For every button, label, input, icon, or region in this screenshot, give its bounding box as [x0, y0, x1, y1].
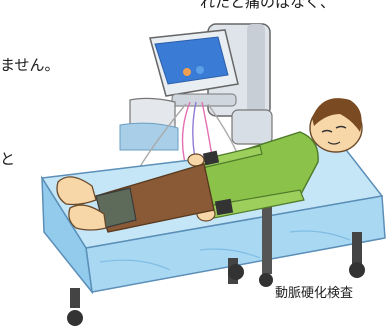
- image-caption: 動脈硬化検査: [275, 286, 354, 301]
- medical-device: [119, 23, 273, 151]
- text-fragment-top: れたと痛のはなく、: [200, 0, 336, 11]
- text-fragment-left-2: と: [0, 150, 16, 168]
- text-fragment-left-1: ません。: [0, 56, 60, 74]
- patient: [56, 98, 363, 233]
